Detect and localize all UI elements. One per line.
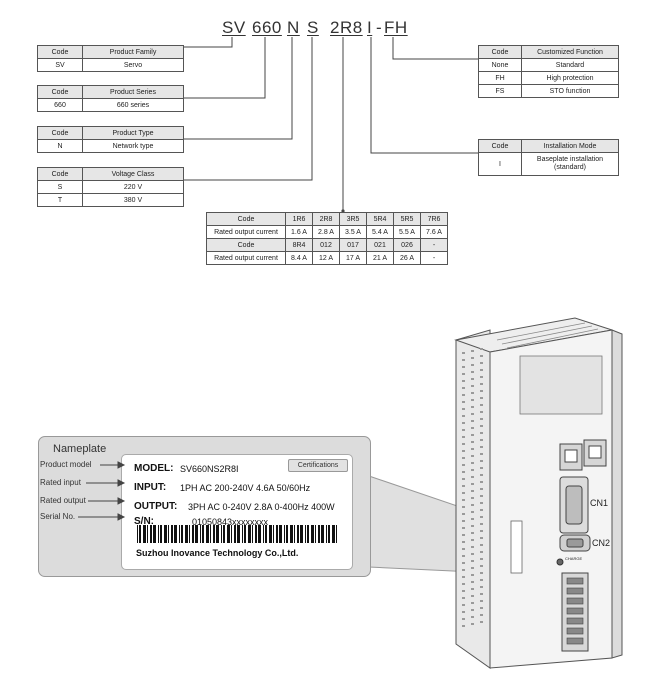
code-custom: FH [384, 18, 408, 37]
network-ports [559, 439, 607, 471]
label-product-model: Product model [40, 460, 92, 469]
model-field-label: MODEL: [134, 463, 174, 474]
code-dash: - [376, 18, 383, 37]
input-field-label: INPUT: [134, 482, 167, 493]
certifications-badge: Certifications [288, 459, 348, 472]
leader-install [370, 37, 478, 154]
nameplate-card: Certifications MODEL: SV660NS2R8I INPUT:… [121, 454, 353, 570]
sn-field-value: 01050843xxxxxxxx [192, 517, 269, 527]
label-rated-output: Rated output [40, 496, 86, 505]
label-rated-input: Rated input [40, 478, 81, 487]
cn1-connector [559, 476, 589, 534]
cn2-connector [559, 534, 591, 552]
code-series: 660 [252, 18, 282, 37]
cn2-label: CN2 [592, 538, 611, 548]
input-field-value: 1PH AC 200-240V 4.6A 50/60Hz [180, 483, 311, 493]
vent-dots [462, 348, 483, 627]
company-name: Suzhou Inovance Technology Co.,Ltd. [136, 548, 299, 558]
code-voltage: S [307, 18, 319, 37]
sn-field-label: S/N: [134, 516, 154, 527]
label-serial-no: Serial No. [40, 512, 76, 521]
nameplate-panel: Nameplate Certifications MODEL: SV660NS2… [38, 436, 371, 577]
leader-voltage [182, 37, 313, 181]
leader-series [182, 37, 266, 99]
code-current: 2R8 [330, 18, 363, 37]
leader-type [182, 37, 293, 140]
charge-led [556, 558, 564, 566]
leader-family [182, 37, 233, 48]
nameplate-title: Nameplate [53, 443, 107, 455]
code-install: I [367, 18, 373, 37]
code-family: SV [222, 18, 246, 37]
output-field-label: OUTPUT: [134, 501, 178, 512]
leader-custom [392, 37, 478, 60]
cn1-label: CN1 [590, 498, 609, 508]
charge-label: CHARGE [565, 556, 583, 561]
nameplate-window [510, 520, 523, 574]
output-field-value: 3PH AC 0-240V 2.8A 0-400Hz 400W [188, 502, 335, 512]
code-type: N [287, 18, 300, 37]
model-field-value: SV660NS2R8I [180, 464, 239, 474]
rated-current-table: Code 1R6 2R8 3R5 5R4 5R5 7R6 Rated outpu… [206, 212, 448, 265]
barcode [137, 525, 337, 543]
